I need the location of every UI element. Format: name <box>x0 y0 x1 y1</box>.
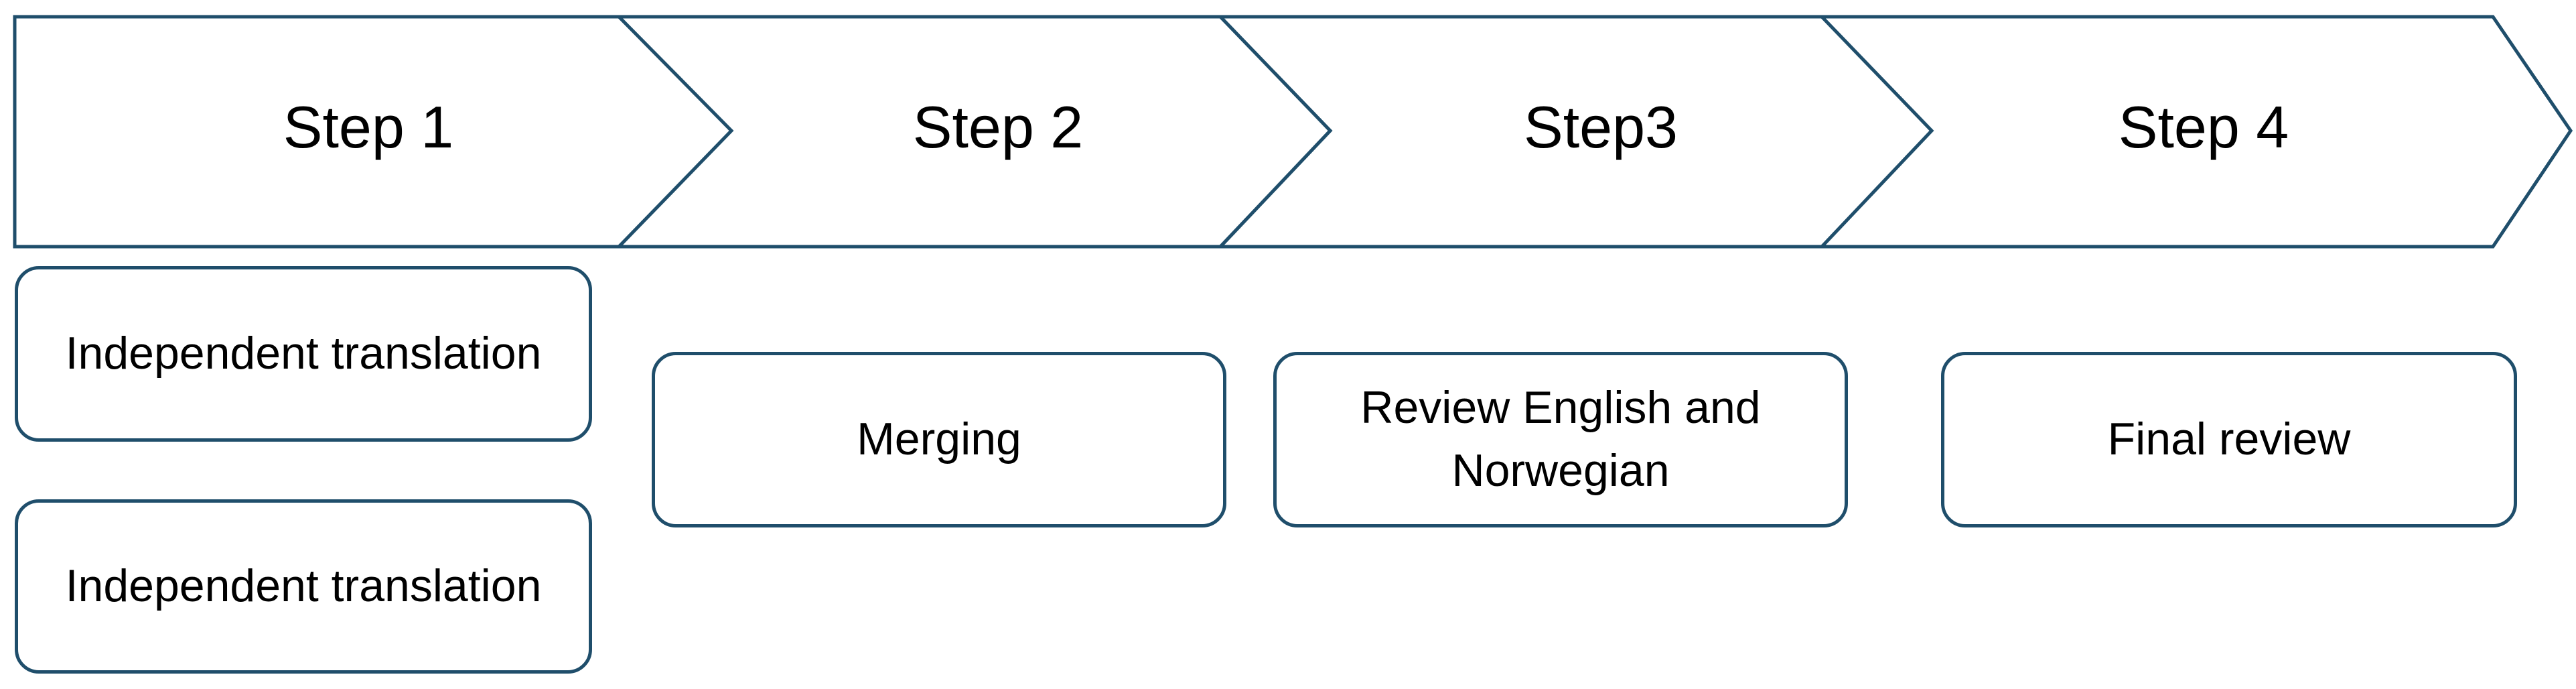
step-3-label: Step3 <box>1524 94 1678 160</box>
step-4-label: Step 4 <box>2118 94 2289 160</box>
task-review-english-norwegian: Review English and Norwegian <box>1273 352 1848 527</box>
task-independent-translation-2: Independent translation <box>15 499 592 674</box>
task-final-review: Final review <box>1941 352 2517 527</box>
task-independent-translation-1: Independent translation <box>15 266 592 442</box>
step-1-label: Step 1 <box>283 94 454 160</box>
chevron-step-1 <box>13 15 734 249</box>
task-merging: Merging <box>652 352 1226 527</box>
step-2-label: Step 2 <box>912 94 1084 160</box>
